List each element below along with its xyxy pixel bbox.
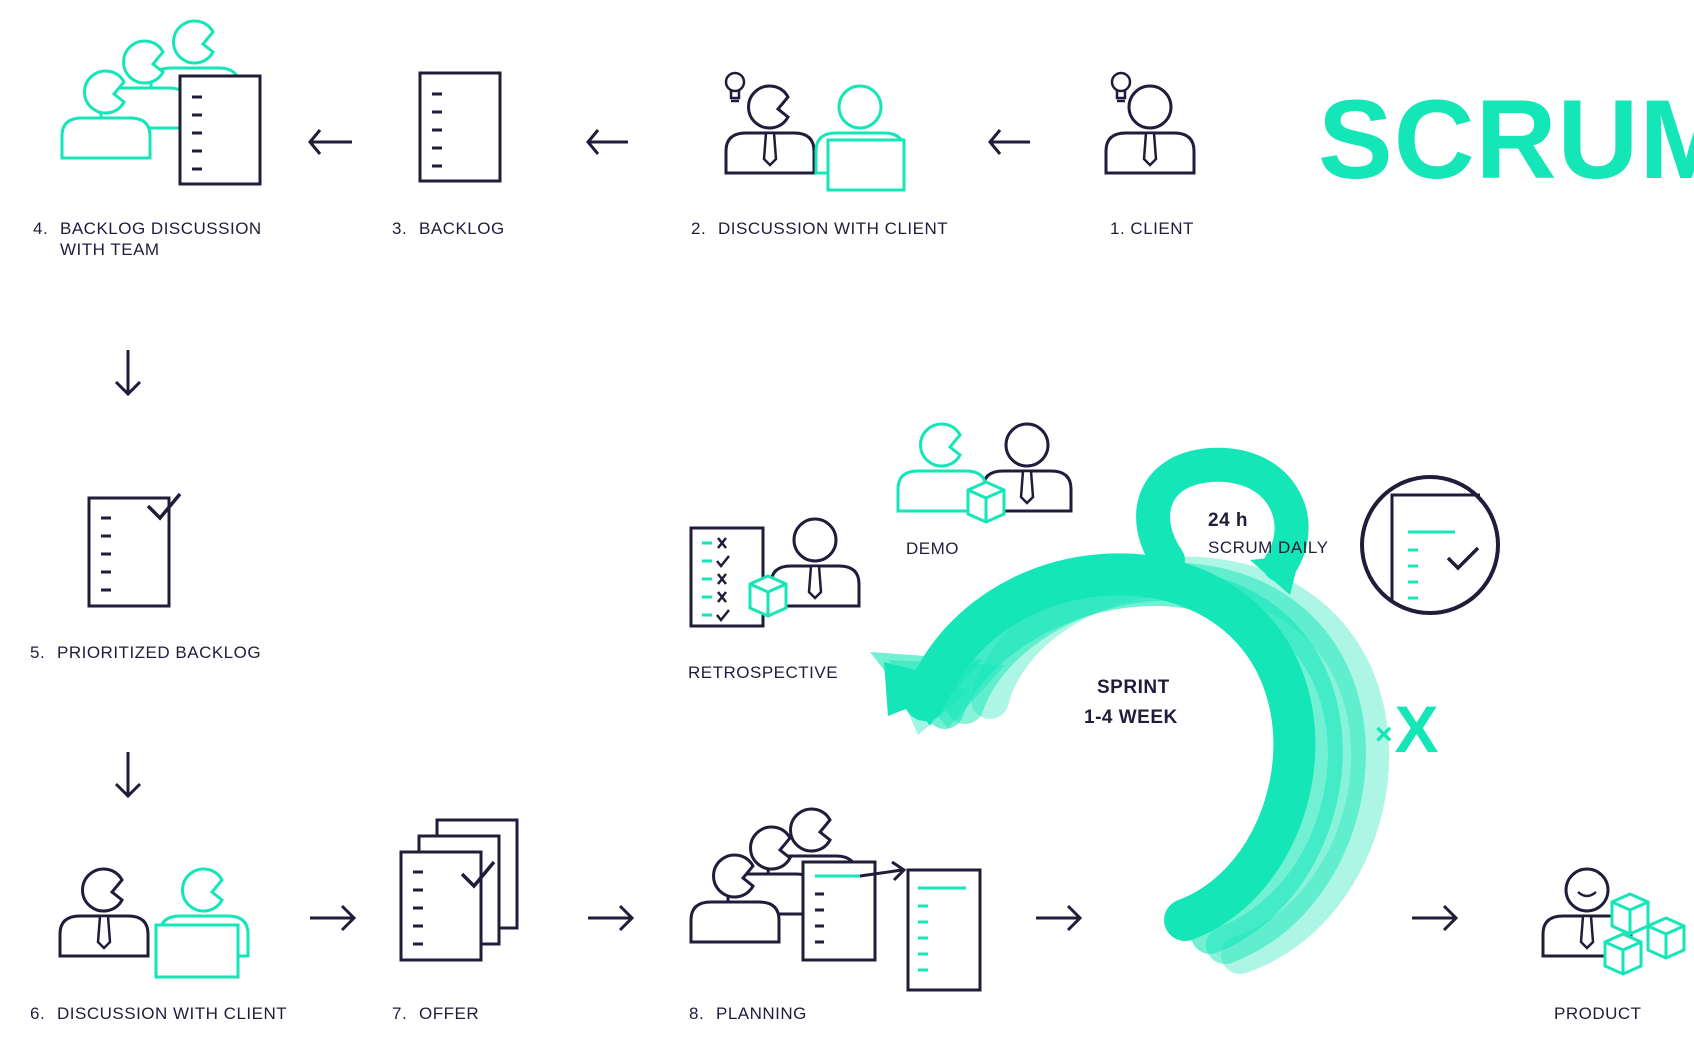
arrow-left-icon bbox=[586, 129, 628, 155]
step-text: PLANNING bbox=[716, 1004, 807, 1023]
step-label-backlog-discussion: 4. BACKLOG DISCUSSION WITH TEAM bbox=[33, 218, 262, 260]
product-label: PRODUCT bbox=[1554, 1004, 1642, 1023]
step-text: OFFER bbox=[419, 1004, 480, 1023]
daily-loop-arrow bbox=[1136, 447, 1309, 595]
arrow-down-icon bbox=[114, 350, 142, 397]
arrow-down-icon bbox=[114, 752, 142, 799]
team-with-document-icon bbox=[60, 19, 262, 186]
step-number: 6. bbox=[30, 1004, 46, 1023]
step-label-discussion-with-client-bottom: 6. DISCUSSION WITH CLIENT bbox=[30, 1003, 287, 1024]
step-number: 2. bbox=[691, 219, 707, 238]
step-label-backlog: 3. BACKLOG bbox=[392, 218, 505, 239]
step-text: BACKLOG bbox=[419, 219, 505, 238]
arrow-right-icon bbox=[1036, 904, 1083, 932]
retrospective-label: RETROSPECTIVE bbox=[688, 663, 839, 682]
checked-document-icon bbox=[87, 492, 182, 608]
step-text: CLIENT bbox=[1130, 219, 1194, 238]
product-icon bbox=[1541, 867, 1686, 976]
step-text: DISCUSSION WITH CLIENT bbox=[718, 219, 949, 238]
arrow-left-icon bbox=[988, 129, 1030, 155]
arrow-right-icon bbox=[588, 904, 635, 932]
step-label-planning: 8. PLANNING bbox=[689, 1003, 807, 1024]
step-number: 1. bbox=[1110, 219, 1126, 238]
step-label-client: 1. CLIENT bbox=[1110, 218, 1194, 239]
step-number: 7. bbox=[392, 1004, 408, 1023]
arrow-left-icon bbox=[308, 129, 352, 155]
step-number: 3. bbox=[392, 219, 408, 238]
client-discussion-icon bbox=[724, 71, 906, 192]
demo-label: DEMO bbox=[906, 539, 959, 558]
page-title: SCRUM bbox=[1318, 77, 1694, 202]
sprint-duration: 1-4 WEEK bbox=[1084, 707, 1178, 728]
step-text: PRIORITIZED BACKLOG bbox=[57, 643, 262, 662]
step-text: DISCUSSION WITH CLIENT bbox=[57, 1004, 288, 1023]
demo-icon bbox=[896, 422, 1073, 524]
step-text-line2: WITH TEAM bbox=[60, 240, 160, 259]
times-sign: × bbox=[1375, 717, 1393, 751]
arrow-right-icon bbox=[1412, 904, 1459, 932]
step-label-offer: 7. OFFER bbox=[392, 1003, 479, 1024]
step-number: 8. bbox=[689, 1004, 705, 1023]
step-number: 4. bbox=[33, 219, 49, 238]
client-with-idea-icon bbox=[1104, 71, 1196, 175]
step-text-line1: BACKLOG DISCUSSION bbox=[60, 219, 262, 238]
sprint-repeat-marker: ×X bbox=[1375, 694, 1439, 770]
document-list-icon bbox=[418, 71, 502, 183]
sprint-label: SPRINT bbox=[1097, 677, 1170, 698]
sprint-cycle-arrow bbox=[870, 553, 1389, 974]
repeat-count: X bbox=[1394, 692, 1439, 766]
step-label-discussion-with-client-top: 2. DISCUSSION WITH CLIENT bbox=[691, 218, 948, 239]
team-planning-icon bbox=[689, 807, 982, 992]
client-discussion-icon bbox=[58, 867, 250, 979]
arrow-right-icon bbox=[310, 904, 357, 932]
stacked-documents-icon bbox=[399, 818, 519, 962]
retrospective-icon bbox=[689, 517, 861, 628]
step-label-prioritized-backlog: 5. PRIORITIZED BACKLOG bbox=[30, 642, 261, 663]
step-number: 5. bbox=[30, 643, 46, 662]
daily-label: SCRUM DAILY bbox=[1208, 538, 1329, 557]
daily-checklist-icon bbox=[1360, 475, 1500, 615]
daily-duration: 24 h bbox=[1208, 510, 1249, 531]
